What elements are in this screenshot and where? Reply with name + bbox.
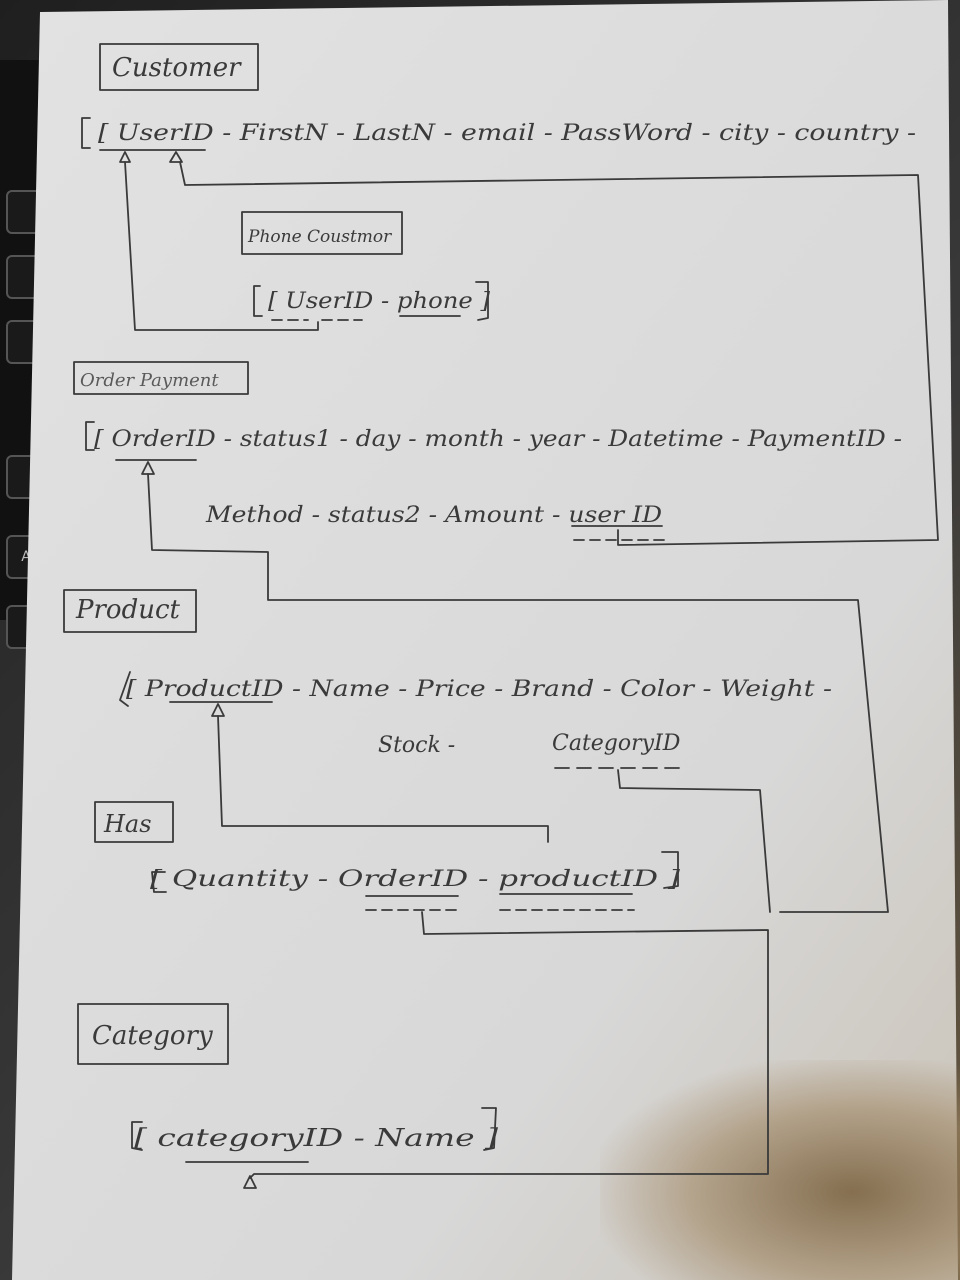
fk-line-category <box>249 911 769 1179</box>
arrow-head <box>169 151 183 163</box>
category-title: Category <box>92 1021 213 1051</box>
phone-bracket-left <box>253 285 263 317</box>
has-title: Has <box>103 810 152 838</box>
shadow <box>600 1060 960 1280</box>
customer-title-box <box>99 43 259 91</box>
customer-attributes: [ UserID - FirstN - LastN - email - Pass… <box>98 121 916 146</box>
category-title-box <box>77 1003 229 1065</box>
category-bracket-left <box>131 1121 143 1151</box>
order-title-box <box>73 361 249 395</box>
product-attributes-line1: [ ProductID - Name - Price - Brand - Col… <box>126 677 832 702</box>
customer-title: Customer <box>112 53 242 83</box>
paper-surface <box>12 0 958 1280</box>
phone-title-box <box>241 211 403 255</box>
order-attributes-line2: Method - status2 - Amount - user ID <box>205 503 663 528</box>
key-label: A <box>21 549 31 565</box>
phone-bracket-right <box>475 281 489 321</box>
category-attributes: [ categoryID - Name ] <box>134 1124 499 1152</box>
fk-line-has-product <box>217 715 549 843</box>
order-bracket <box>85 421 95 451</box>
fk-line-phone-user <box>124 161 319 331</box>
product-attributes-line2: Stock - <box>378 733 455 758</box>
product-bracket <box>119 671 131 707</box>
product-title: Product <box>75 595 181 625</box>
order-attributes-line1: [ OrderID - status1 - day - month - year… <box>94 427 902 452</box>
product-attributes-line2b: CategoryID <box>552 731 681 756</box>
has-attributes: [ Quantity - OrderID - productID ] <box>150 867 681 892</box>
order-title: Order Payment <box>80 370 219 391</box>
customer-bracket <box>81 117 91 149</box>
has-title-box <box>94 801 174 843</box>
arrow-head <box>243 1175 257 1189</box>
phone-title: Phone Coustmor <box>247 227 392 247</box>
fk-line-product-category <box>617 769 771 913</box>
arrow-head <box>119 151 131 163</box>
fk-line-order-user <box>179 161 939 546</box>
has-bracket-right <box>661 851 679 889</box>
fk-line-has-order <box>147 473 889 913</box>
arrow-head <box>211 703 225 717</box>
category-bracket-right <box>481 1107 497 1151</box>
arrow-head <box>141 461 155 475</box>
product-title-box <box>63 589 197 633</box>
phone-attributes: [ UserID - phone ] <box>268 289 490 314</box>
has-bracket-left <box>151 871 167 893</box>
